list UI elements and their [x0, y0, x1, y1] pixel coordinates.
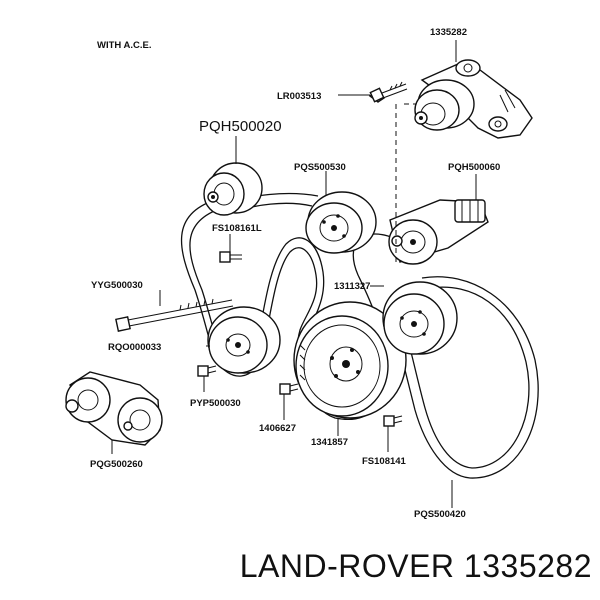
label-1341857: 1341857: [311, 437, 348, 448]
brand-part-number: LAND-ROVER 1335282: [239, 548, 592, 584]
bracket-assembly-1335282: [414, 59, 533, 139]
label-pqs500420: PQS500420: [414, 509, 466, 520]
label-fs108141: FS108141: [362, 456, 407, 467]
label-1311327: 1311327: [334, 281, 370, 292]
label-pqs500530: PQS500530: [294, 162, 346, 173]
part-labels: 1335282 LR003513 PQH500020 PQS500530 PQH…: [90, 27, 500, 520]
label-yyg500030: YYG500030: [91, 280, 143, 291]
label-pqh500060: PQH500060: [448, 162, 500, 173]
bolt-1406627: [279, 383, 299, 395]
label-1406627: 1406627: [259, 423, 296, 434]
bolt-lr003513: [368, 81, 408, 103]
label-pyp500030: PYP500030: [190, 398, 241, 409]
secondary-belt: [399, 276, 539, 479]
bolt-fs108161l: [219, 251, 242, 263]
bolt-fs108141: [383, 415, 403, 427]
label-pqh500020: PQH500020: [199, 118, 282, 135]
label-rqo000033: RQO000033: [108, 342, 161, 353]
label-1335282: 1335282: [430, 27, 467, 38]
idler-pulley-upper: [203, 162, 263, 216]
label-pqg500260: PQG500260: [90, 459, 143, 470]
label-fs108161l: FS108161L: [212, 223, 262, 234]
ace-note: WITH A.C.E.: [97, 40, 152, 51]
bolt-yyg500030: [115, 298, 234, 332]
alignment-guides: [395, 103, 416, 262]
tensioner-pqg500260: [65, 371, 163, 446]
crank-pulley-1341857: [293, 301, 407, 419]
bolt-pyp500030: [197, 365, 217, 377]
label-lr003513: LR003513: [277, 91, 321, 102]
tensioner-pqh500060: [388, 199, 489, 265]
pulley-rqo000033: [207, 306, 281, 374]
leader-lines: [111, 40, 477, 508]
pulley-1311327: [382, 281, 458, 355]
pulley-pqs500530: [305, 191, 377, 254]
